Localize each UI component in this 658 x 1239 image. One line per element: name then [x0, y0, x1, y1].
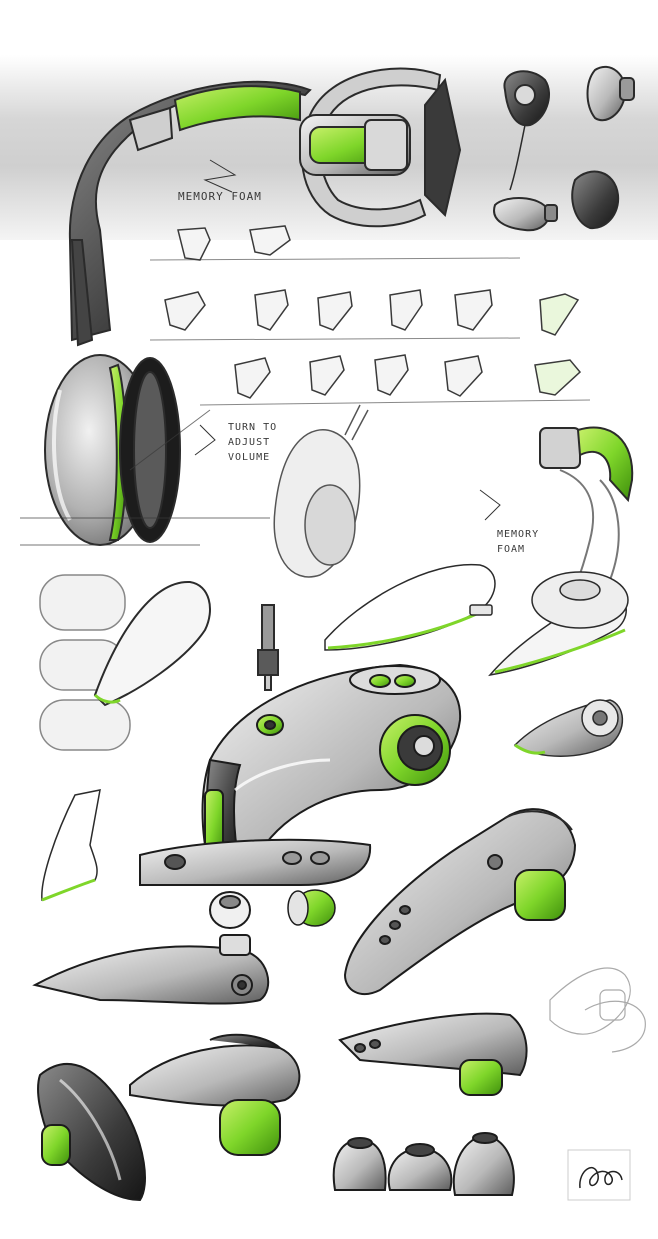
- main-headset-base: [139, 838, 372, 887]
- headset-angled-right: [343, 808, 577, 995]
- earbud-outline-row-2: [234, 354, 582, 399]
- memory-foam-right-label-2: FOAM: [497, 544, 525, 555]
- memory-foam-top-label: MEMORY FOAM: [178, 190, 262, 203]
- signature-block: [567, 1149, 631, 1201]
- memory-foam-right-label-1: MEMORY: [497, 529, 539, 540]
- earbud-outline-row-1: [164, 225, 580, 336]
- headset-bottom-right: [338, 1012, 528, 1096]
- ground-lines: [20, 409, 270, 546]
- ear-hook-headset-sketch: [299, 67, 462, 228]
- green-eartip-small: [287, 889, 336, 927]
- memory-foam-ear-hook-sketch: [539, 426, 634, 621]
- eartips-bottom-row: [332, 1132, 515, 1196]
- headset-body-outline-1: [93, 580, 211, 707]
- earbud-small-right: [513, 699, 624, 757]
- annotations: MEMORY FOAM TURN TO ADJUST VOLUME MEMORY…: [178, 159, 539, 555]
- headset-body-outline-3: [488, 571, 629, 677]
- turn-to-adjust-label-2: ADJUST: [228, 437, 270, 448]
- faint-outline-sketches-right: [549, 967, 646, 1053]
- turn-to-adjust-label-1: TURN TO: [228, 422, 277, 433]
- ear-hook-outline-left: [41, 789, 101, 902]
- earbud-volume-dial-sketch: [273, 404, 369, 578]
- earbud-variants-top-right: [493, 65, 635, 232]
- headset-lower-left: [32, 891, 270, 1005]
- guide-lines: [149, 257, 591, 406]
- signature-mark: [579, 1167, 623, 1189]
- headset-bottom-left: [37, 1063, 146, 1202]
- turn-to-adjust-label-3: VOLUME: [228, 452, 270, 463]
- headset-bottom-middle: [129, 1033, 301, 1156]
- main-headset-render: [201, 663, 462, 872]
- audio-jack-plug: [257, 604, 279, 691]
- headphone-sketch: [44, 80, 312, 546]
- headset-body-outline-2: [324, 563, 496, 651]
